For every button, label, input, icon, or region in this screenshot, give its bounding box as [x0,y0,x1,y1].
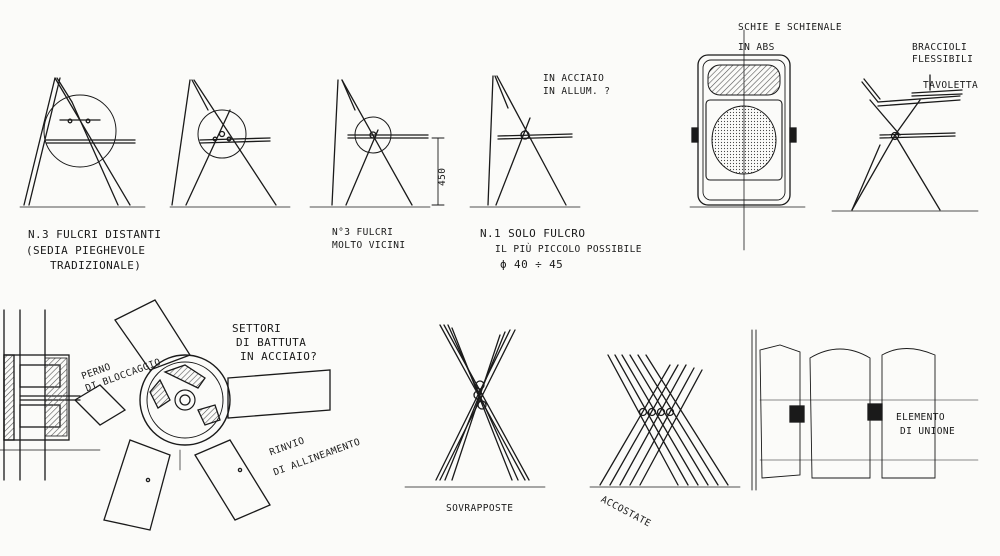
detail-central-hub [73,299,331,531]
chairs-stacked-overlapping [404,324,546,488]
label-element: ELEMENTO [896,412,945,423]
label-back-seat: SCHIE E SCHIENALE [738,22,843,33]
label-flexible: FLESSIBILI [912,54,974,65]
label-diameter: ϕ 40 ÷ 45 [500,258,564,271]
label-sectors: SETTORI [232,322,282,335]
label-single-pivot: N.1 SOLO FULCRO [480,227,586,240]
label-tablet: TAVOLETTA [923,80,979,91]
label-steel: IN ACCIAIO [543,73,605,84]
label-smallest-possible: IL PIÙ PICCOLO POSSIBILE [495,244,642,255]
label-armrests: BRACCIOLI [912,42,968,53]
label-aluminium: IN ALLUM. ? [543,86,611,97]
label-overlapping: SOVRAPPOSTE [446,503,514,514]
label-stop: DI BATTUTA [236,336,307,349]
label-in-steel: IN ACCIAIO? [240,350,318,363]
label-three-close-pivots: N°3 FULCRI [332,227,394,238]
chair-single-pivot [469,75,581,208]
chair-three-close-pivots-a [169,79,291,208]
label-three-distant-pivots: N.3 FULCRI DISTANTI [28,228,162,241]
label-dimension-450: 450 [437,167,448,186]
chair-three-distant-pivots [19,77,146,208]
chair-three-close-pivots-b [309,79,445,208]
label-very-close: MOLTO VICINI [332,240,406,251]
label-of-union: DI UNIONE [900,426,956,437]
chairs-linking-element [751,329,979,491]
label-folding-chair: (SEDIA PIEGHEVOLE [26,244,146,257]
chair-front-view-shell [689,29,806,251]
detail-locking-pin [0,309,101,481]
label-traditional: TRADIZIONALE) [50,259,142,272]
chair-with-armrests [831,74,979,212]
chairs-stacked-adjacent [589,354,741,488]
label-abs: IN ABS [738,42,775,53]
